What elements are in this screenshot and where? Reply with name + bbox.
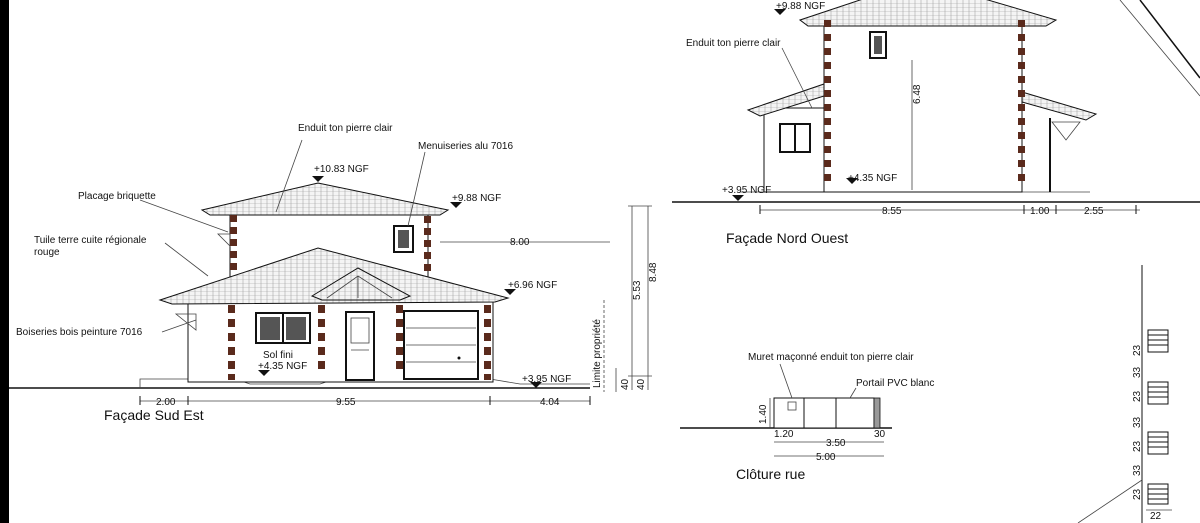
- brick-quoins: [228, 215, 491, 380]
- label-tuile-line2: rouge: [34, 247, 60, 258]
- label-boiseries: Boiseries bois peinture 7016: [16, 327, 143, 338]
- dim-40-b: 40: [636, 378, 647, 390]
- label-placage: Placage briquette: [78, 191, 156, 202]
- dim-3-50: 3.50: [826, 438, 846, 449]
- dim-8-48: 8.48: [648, 262, 659, 282]
- dim-6-48: 6.48: [912, 84, 923, 104]
- level-floor: +4.35 NGF: [258, 361, 307, 372]
- label-muret: Muret maçonné enduit ton pierre clair: [748, 352, 914, 363]
- dim-9-55: 9.55: [336, 397, 356, 408]
- level-top-no: +9.88 NGF: [776, 1, 825, 12]
- label-sol-fini: Sol fini: [263, 350, 293, 361]
- sheet-border: [0, 0, 9, 523]
- label-portail: Portail PVC blanc: [856, 378, 934, 389]
- level-floor-no: +4.35 NGF: [848, 173, 897, 184]
- level-ground: +3.95 NGF: [522, 374, 571, 385]
- detail-mur: 23 33 23 33 23 33 23 22: [1077, 265, 1172, 523]
- facade-sud-est: Enduit ton pierre clair Menuiseries alu …: [9, 123, 659, 423]
- dim-1-40: 1.40: [758, 404, 769, 424]
- label-enduit: Enduit ton pierre clair: [298, 123, 393, 134]
- dim-1-00: 1.00: [1030, 206, 1050, 217]
- leader-tuile: [164, 242, 209, 277]
- dim-33-c: 33: [1132, 464, 1143, 476]
- dim-5-00: 5.00: [816, 452, 836, 463]
- facade-nord-ouest: +9.88 NGF Enduit ton pierre clair +4.35 …: [672, 0, 1200, 246]
- dim-23-c: 23: [1132, 440, 1143, 452]
- level-top: +10.83 NGF: [314, 164, 369, 175]
- level-eave-low: +6.96 NGF: [508, 280, 557, 291]
- dim-8-55: 8.55: [882, 206, 902, 217]
- leader-menuiseries: [407, 151, 426, 227]
- dim-30: 30: [874, 429, 886, 440]
- dim-33-a: 33: [1132, 366, 1143, 378]
- label-limite-propriete: Limite propriété: [592, 319, 603, 388]
- stacked-bricks: [1147, 329, 1169, 505]
- leader-enduit: [275, 139, 303, 213]
- dim-2-00: 2.00: [156, 397, 176, 408]
- portail-right: [835, 397, 875, 429]
- entry-door: [345, 311, 375, 381]
- leader-placage: [139, 199, 229, 233]
- leader-boiseries: [161, 319, 197, 333]
- level-eave-high: +9.88 NGF: [452, 193, 501, 204]
- title-facade-nord-ouest: Façade Nord Ouest: [726, 230, 848, 246]
- dim-40-a: 40: [620, 378, 631, 390]
- dim-23-d: 23: [1132, 488, 1143, 500]
- label-tuile-line1: Tuile terre cuite régionale: [34, 235, 147, 246]
- muret: [773, 397, 805, 429]
- label-menuiseries: Menuiseries alu 7016: [418, 141, 513, 152]
- terrain-profile: [139, 378, 590, 388]
- upper-roof: [200, 182, 450, 216]
- dim-23-a: 23: [1132, 344, 1143, 356]
- dim-22: 22: [1150, 511, 1162, 522]
- dim-5-53: 5.53: [632, 280, 643, 300]
- porch-roof: [310, 267, 412, 301]
- dim-4-04: 4.04: [540, 397, 560, 408]
- portail-left: [803, 397, 837, 429]
- dim-23-b: 23: [1132, 390, 1143, 402]
- title-facade-sud-est: Façade Sud Est: [104, 407, 204, 423]
- brick-quoins-no: [824, 20, 1025, 181]
- label-enduit-no: Enduit ton pierre clair: [686, 38, 781, 49]
- level-ground-no: +3.95 NGF: [722, 185, 771, 196]
- dim-8-00: 8.00: [510, 237, 530, 248]
- cloture-rue: Muret maçonné enduit ton pierre clair Po…: [680, 352, 934, 482]
- dim-33-b: 33: [1132, 416, 1143, 428]
- dim-1-20: 1.20: [774, 429, 794, 440]
- central-block: [823, 17, 1023, 193]
- title-cloture-rue: Clôture rue: [736, 466, 805, 482]
- dim-2-55: 2.55: [1084, 206, 1104, 217]
- lower-roof: [158, 247, 510, 305]
